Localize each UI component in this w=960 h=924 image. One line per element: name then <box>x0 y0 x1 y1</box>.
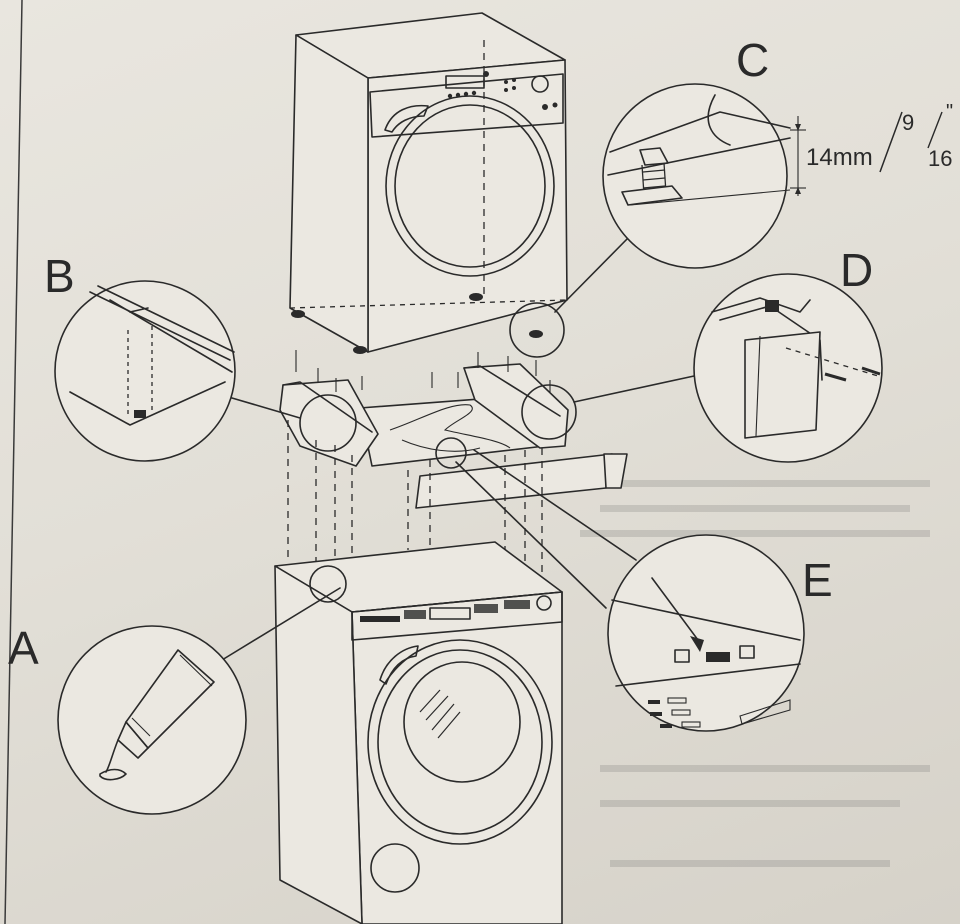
measurement-denominator: 16 <box>928 146 952 171</box>
washer-unit <box>274 541 563 924</box>
screws <box>295 350 551 392</box>
washer-controls <box>360 595 552 622</box>
label-a: A <box>8 622 39 674</box>
measurement-slash <box>879 111 903 173</box>
label-b: B <box>44 250 75 302</box>
callout-b <box>54 280 301 462</box>
side-screws <box>824 366 881 382</box>
dryer-buttons <box>447 71 558 110</box>
measurement-numerator: 9 <box>902 110 914 135</box>
bleed-through-text <box>580 480 930 867</box>
callout-c <box>554 83 806 313</box>
label-d: D <box>840 244 873 296</box>
page-edge <box>4 0 23 924</box>
label-c: C <box>736 34 769 86</box>
dryer-feet <box>291 293 543 354</box>
dryer-unit <box>289 12 568 358</box>
fraction-bar <box>927 111 943 149</box>
callout-a <box>57 587 341 815</box>
callout-e <box>455 449 805 732</box>
stacking-kit <box>279 350 628 600</box>
door-glare <box>419 689 461 739</box>
callout-d <box>573 273 883 463</box>
measurement-mm: 14mm <box>806 144 873 171</box>
panel-slots <box>648 697 791 728</box>
label-e: E <box>802 554 833 606</box>
rail-screw-dashes <box>127 326 153 418</box>
measurement-inch-mark: " <box>946 101 953 123</box>
